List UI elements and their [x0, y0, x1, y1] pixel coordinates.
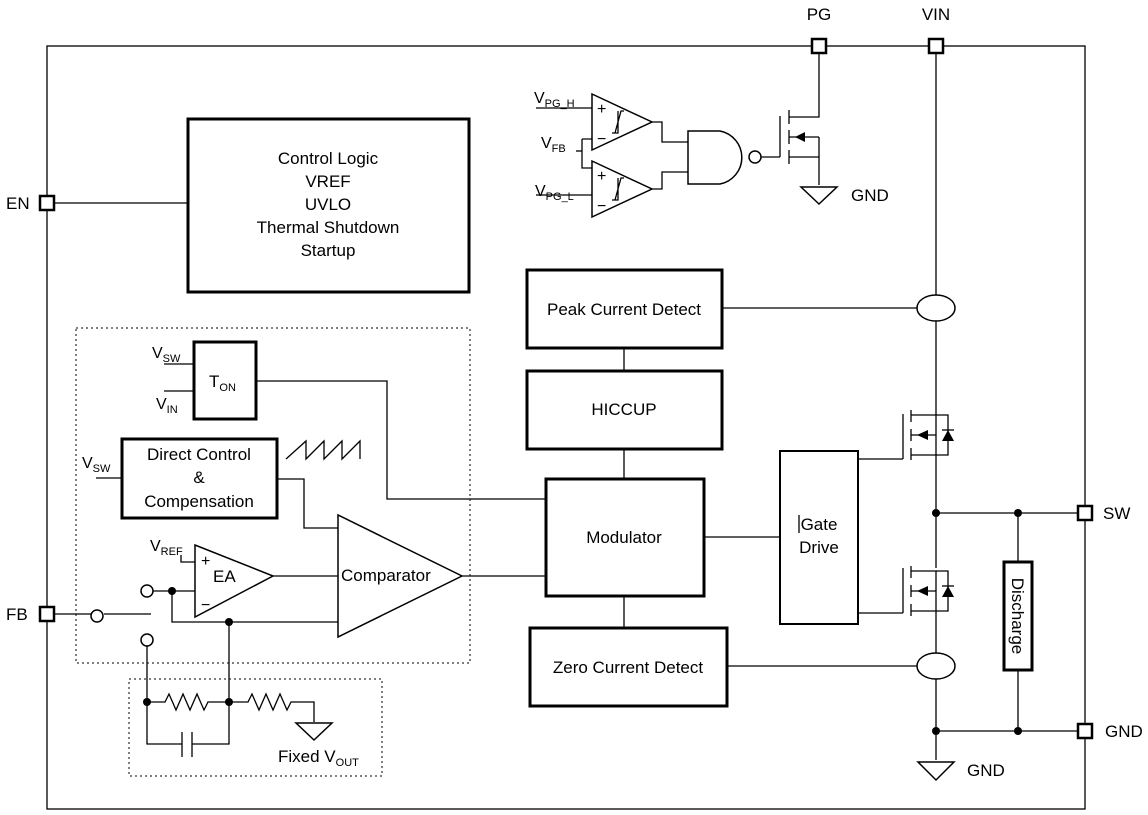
direct-control-line-2: & [193, 468, 205, 487]
nand-bubble [748, 150, 762, 164]
direct-control-block [120, 437, 279, 520]
resistor-upper [147, 692, 229, 712]
vfb-label: VFB [541, 135, 566, 155]
fixed-vout-label: Fixed VOUT [278, 747, 359, 769]
pg-ground-label: GND [851, 186, 889, 205]
control-logic-line-3: UVLO [305, 195, 351, 214]
control-logic-line-1: Control Logic [278, 149, 379, 168]
pin-fb: FB [6, 605, 56, 624]
adjustable-contact [140, 584, 154, 598]
bottom-ground-label: GND [967, 761, 1005, 780]
ea-amplifier [194, 543, 275, 619]
zero-current-sense [916, 652, 956, 680]
gate-drive-line-2: Drive [799, 538, 839, 557]
peak-current-detect-label: Peak Current Detect [547, 300, 701, 319]
vpg-h-label: VPG_H [534, 90, 575, 110]
pin-pg: PG [807, 5, 832, 55]
high-side-mosfet [902, 410, 954, 460]
bottom-ground-icon [916, 761, 956, 782]
pg-low-plus: + [597, 168, 606, 185]
resistor-lower [229, 692, 315, 722]
pin-pg-label: PG [807, 5, 832, 24]
gate-drive-line-1: Gate [801, 515, 838, 534]
modulator-label: Modulator [586, 528, 662, 547]
vsw-direct-label: VSW [82, 455, 111, 475]
pin-en-label: EN [6, 194, 30, 213]
discharge-block [1002, 560, 1034, 672]
modulator-block [544, 477, 706, 598]
fixed-contact [140, 633, 154, 647]
peak-current-detect-block [525, 268, 724, 350]
control-logic-line-4: Thermal Shutdown [257, 218, 400, 237]
pg-low-minus: − [597, 198, 606, 215]
control-logic-block [186, 117, 471, 294]
zero-current-detect-label: Zero Current Detect [553, 658, 703, 677]
direct-control-line-1: Direct Control [147, 445, 251, 464]
chip-outline [46, 45, 1086, 810]
comparator-label: Comparator [341, 566, 431, 585]
pin-sw: SW [1076, 504, 1130, 523]
ea-label: EA [213, 567, 236, 586]
pin-gnd-label: GND [1105, 722, 1143, 741]
sawtooth-icon [285, 439, 361, 461]
direct-control-line-3: Compensation [144, 492, 254, 511]
vin-ton-label: VIN [156, 396, 178, 416]
ton-block [192, 340, 258, 421]
fb-switch-contact [90, 609, 104, 623]
control-logic-line-2: VREF [305, 172, 350, 191]
hysteresis-icon [612, 110, 624, 134]
pin-gnd: GND [1076, 722, 1143, 741]
pg-circuit: + − + − VPG_H VFB VPG_L GND [534, 53, 889, 219]
pg-ground-icon [799, 186, 839, 206]
ea-plus: + [201, 553, 210, 570]
divider-ground-icon [294, 722, 334, 742]
pg-high-plus: + [597, 101, 606, 118]
peak-current-sense [916, 294, 956, 322]
vpg-l-label: VPG_L [535, 183, 574, 203]
low-side-mosfet [902, 566, 954, 616]
nand-gate [687, 130, 743, 185]
hiccup-block [525, 369, 724, 451]
control-loop-region [75, 327, 471, 664]
discharge-label: Discharge [1008, 578, 1027, 655]
pin-fb-label: FB [6, 605, 28, 624]
pin-en: EN [6, 194, 56, 213]
hiccup-label: HICCUP [591, 400, 656, 419]
gate-drive-block [779, 450, 859, 625]
pg-high-minus: − [597, 131, 606, 148]
pg-low-comparator [591, 159, 654, 219]
comparator-block [337, 513, 464, 639]
vref-label: VREF [150, 538, 183, 558]
vsw-ton-label: VSW [152, 345, 181, 365]
ton-label: TON [209, 372, 236, 394]
control-logic-line-5: Startup [301, 241, 356, 260]
pin-sw-label: SW [1103, 504, 1130, 523]
zero-current-detect-block [528, 626, 729, 708]
fixed-vout-region [128, 678, 383, 777]
pin-vin-label: VIN [922, 5, 950, 24]
hysteresis-icon [612, 177, 624, 201]
pg-high-comparator [591, 92, 654, 152]
pg-mosfet-arrow [795, 132, 805, 142]
ea-minus: − [201, 597, 210, 614]
